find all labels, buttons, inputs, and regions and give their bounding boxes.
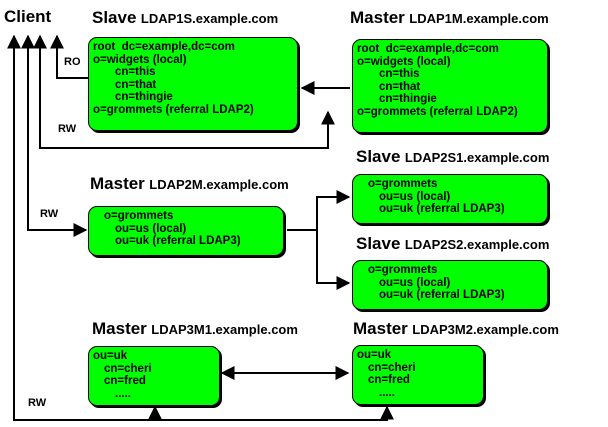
ldap1s-line: o=widgets (local) [93, 53, 187, 66]
ldap3m1-role: Master [92, 319, 147, 338]
ldap1s-line: o=grommets (referral LDAP2) [93, 103, 254, 116]
ldap2s1-role: Slave [356, 147, 401, 166]
ldap2s1-node: o=grommets ou=us (local) ou=uk (referral… [352, 174, 548, 224]
ldap3m2-line: cn=fred [368, 374, 410, 387]
ldap1m-title: Master LDAP1M.example.com [350, 8, 549, 28]
ldap1m-line: root dc=example,dc=com [357, 43, 499, 55]
ldap1m-line: cn=this [379, 68, 420, 81]
client-label: Client [4, 7, 52, 26]
ldap1s-line: cn=thingie [115, 91, 173, 104]
ldap2s1-host: LDAP2S1.example.com [404, 150, 550, 165]
ldap1m-line: cn=thingie [379, 93, 437, 106]
ldap2m-role: Master [90, 174, 145, 193]
ldap3m1-host: LDAP3M1.example.com [151, 322, 298, 337]
ldap2s1-title: Slave LDAP2S1.example.com [356, 147, 549, 167]
rw-label-ldap2: RW [40, 208, 59, 220]
ldap3m2-line: cn=cheri [368, 361, 416, 374]
ldap1s-line: cn=that [115, 78, 157, 91]
ldap3m1-node: ou=uk cn=cheri cn=fred ..... [88, 346, 220, 406]
ldap3m2-role: Master [353, 319, 408, 338]
ldap3m2-host: LDAP3M2.example.com [412, 322, 559, 337]
ldap1s-host: LDAP1S.example.com [140, 11, 279, 26]
ldap1m-role: Master [350, 8, 405, 27]
rw-label-ldap1: RW [58, 123, 77, 135]
ldap2s2-line: ou=us (local) [379, 276, 451, 289]
ldap3m2-node: ou=uk cn=cheri cn=fred ..... [352, 345, 484, 405]
replication-ldap2s2 [316, 230, 351, 290]
ldap1m-node: root dc=example,dc=com o=widgets (local)… [352, 39, 548, 133]
replication-ldap2s1 [316, 190, 351, 230]
ldap2s2-host: LDAP2S2.example.com [404, 237, 550, 252]
ldap2m-title: Master LDAP2M.example.com [90, 174, 289, 194]
ldap1m-line: cn=that [379, 80, 421, 93]
ldap3m2-line: ..... [379, 386, 395, 399]
ldap1s-node: root dc=example,dc=com o=widgets (local)… [88, 37, 298, 131]
ldap3m1-title: Master LDAP3M1.example.com [92, 319, 298, 339]
ldap2s1-line: o=grommets [368, 178, 438, 190]
ldap1s-title: Slave LDAP1S.example.com [92, 8, 278, 28]
ldap2m-line: o=grommets [104, 210, 174, 222]
ldap1s-role: Slave [92, 8, 137, 27]
ldap2s2-title: Slave LDAP2S2.example.com [356, 234, 549, 254]
ldap2s1-line: ou=us (local) [379, 190, 451, 203]
ldap2m-line: ou=uk (referral LDAP3) [115, 235, 241, 248]
ldap3m1-line: cn=fred [104, 375, 146, 388]
ro-label: RO [64, 56, 81, 68]
ldap2s1-line: ou=uk (referral LDAP3) [379, 203, 505, 216]
ldap1m-line: o=widgets (local) [357, 55, 451, 68]
ldap3m1-line: ..... [115, 387, 131, 400]
rw-link-ldap3 [7, 34, 394, 421]
ldap1s-line: cn=this [115, 66, 156, 79]
ldap2s2-role: Slave [356, 234, 401, 253]
ldap1m-line: o=grommets (referral LDAP2) [357, 105, 518, 118]
ldap3m2-line: ou=uk [357, 349, 392, 361]
ldap2s2-node: o=grommets ou=us (local) ou=uk (referral… [352, 260, 548, 310]
ldap2m-line: ou=us (local) [115, 222, 187, 235]
ldap2m-node: o=grommets ou=us (local) ou=uk (referral… [88, 206, 284, 256]
ldap1s-line: root dc=example,dc=com [93, 41, 235, 53]
ldap3m1-line: ou=uk [93, 350, 128, 362]
ldap2m-host: LDAP2M.example.com [149, 177, 289, 192]
ldap3m2-title: Master LDAP3M2.example.com [353, 319, 559, 339]
ldap2s2-line: ou=uk (referral LDAP3) [379, 289, 505, 302]
ldap2s2-line: o=grommets [368, 264, 438, 276]
rw-label-ldap3: RW [28, 397, 47, 409]
ldap3m1-line: cn=cheri [104, 362, 152, 375]
ldap1m-host: LDAP1M.example.com [409, 11, 549, 26]
